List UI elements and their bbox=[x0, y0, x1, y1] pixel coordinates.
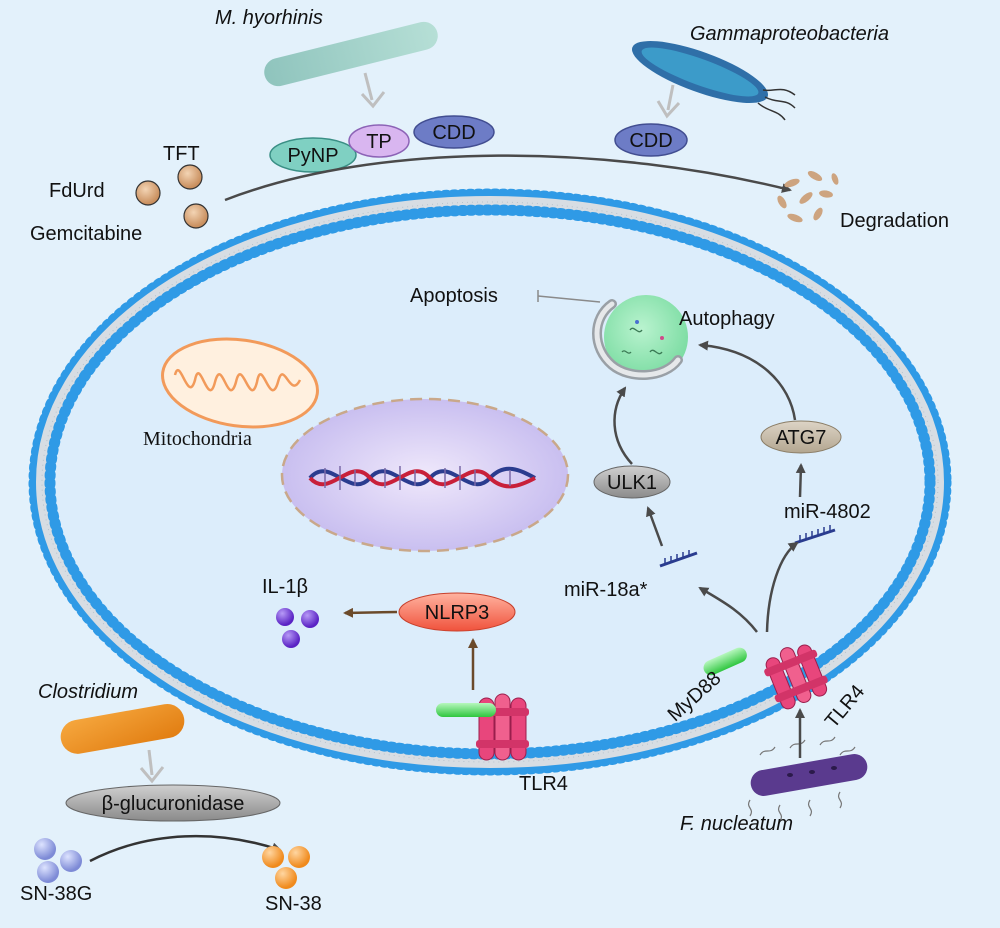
mitochondria bbox=[161, 337, 319, 429]
svg-text:PyNP: PyNP bbox=[287, 145, 338, 167]
svg-text:NLRP3: NLRP3 bbox=[425, 602, 489, 624]
hyorhinis-arrow bbox=[363, 72, 374, 101]
cdd-enzyme-right: CDD bbox=[614, 123, 688, 157]
sn38g-to-sn38-arrow bbox=[89, 834, 282, 863]
inhibition-line bbox=[537, 295, 601, 303]
tlr4-receptor-right bbox=[764, 644, 828, 710]
mitochondria-label: Mitochondria bbox=[143, 428, 252, 450]
il1b-molecules bbox=[276, 608, 319, 648]
clostridium-label: Clostridium bbox=[38, 681, 138, 703]
sn38g-molecules bbox=[34, 838, 82, 883]
mir18a-to-ulk1-arrow bbox=[646, 506, 664, 547]
gammaproteobacteria-bacterium bbox=[631, 41, 796, 121]
degradation-fragments bbox=[777, 170, 839, 223]
tp-enzyme: TP bbox=[348, 124, 410, 158]
clostridium-arrow bbox=[147, 749, 154, 776]
nlrp3-to-il1b-arrow bbox=[343, 607, 398, 618]
ulk1-protein: ULK1 bbox=[593, 465, 671, 499]
mir18a-rna-icon bbox=[659, 550, 698, 568]
svg-text:ATG7: ATG7 bbox=[776, 427, 827, 449]
svg-text:CDD: CDD bbox=[432, 122, 475, 144]
il1b-label: IL-1β bbox=[262, 576, 308, 598]
clostridium-bacterium bbox=[60, 704, 185, 754]
tlr4-right-label: TLR4 bbox=[821, 681, 869, 733]
myd88-adaptor bbox=[703, 647, 747, 676]
green-adaptor-bottom bbox=[436, 703, 496, 717]
dna-helix-icon bbox=[308, 466, 536, 490]
mir4802-to-atg7-arrow bbox=[795, 463, 806, 498]
fusobacterium-bacterium bbox=[747, 736, 868, 822]
autophagy-label: Autophagy bbox=[679, 308, 775, 330]
gemcitabine-label: Gemcitabine bbox=[30, 223, 142, 245]
sn38-molecules bbox=[262, 846, 310, 889]
mir4802-rna-icon bbox=[794, 525, 836, 545]
svg-text:ULK1: ULK1 bbox=[607, 472, 657, 494]
sn38-label: SN-38 bbox=[265, 893, 322, 915]
tlr4-to-mir4802-arrow bbox=[765, 541, 799, 633]
tlr4-receptor-bottom bbox=[476, 693, 529, 761]
sn38g-label: SN-38G bbox=[20, 883, 92, 905]
tft-label: TFT bbox=[163, 143, 200, 165]
atg7-protein: ATG7 bbox=[760, 420, 842, 454]
tlr4-bottom-label: TLR4 bbox=[519, 773, 568, 795]
glucuronidase-enzyme: β-glucuronidase bbox=[65, 784, 281, 822]
autophagosome bbox=[592, 295, 688, 381]
hyorhinis-label: M. hyorhinis bbox=[215, 7, 323, 29]
mir4802-label: miR-4802 bbox=[784, 501, 871, 523]
degradation-label: Degradation bbox=[840, 210, 949, 232]
gamma-arrow bbox=[666, 84, 675, 111]
hyorhinis-bacterium bbox=[264, 21, 438, 87]
drug-pellets bbox=[135, 164, 209, 229]
tlr4-to-mir18a-arrow bbox=[698, 586, 758, 633]
mir18a-label: miR-18a* bbox=[564, 579, 648, 601]
fdurd-label: FdUrd bbox=[49, 180, 105, 202]
svg-text:TP: TP bbox=[366, 131, 392, 153]
cdd-enzyme-left: CDD bbox=[413, 115, 495, 149]
svg-text:CDD: CDD bbox=[629, 130, 672, 152]
gamma-label: Gammaproteobacteria bbox=[690, 23, 889, 45]
pynp-enzyme: PyNP bbox=[269, 137, 357, 173]
svg-text:β-glucuronidase: β-glucuronidase bbox=[102, 793, 245, 815]
degradation-arrow bbox=[224, 154, 792, 202]
ulk1-to-autophagy-arrow bbox=[613, 386, 633, 465]
apoptosis-label: Apoptosis bbox=[410, 285, 498, 307]
atg7-to-autophagy-arrow bbox=[698, 340, 797, 421]
nlrp3-protein: NLRP3 bbox=[398, 592, 516, 632]
fusobacterium-label: F. nucleatum bbox=[680, 813, 793, 835]
